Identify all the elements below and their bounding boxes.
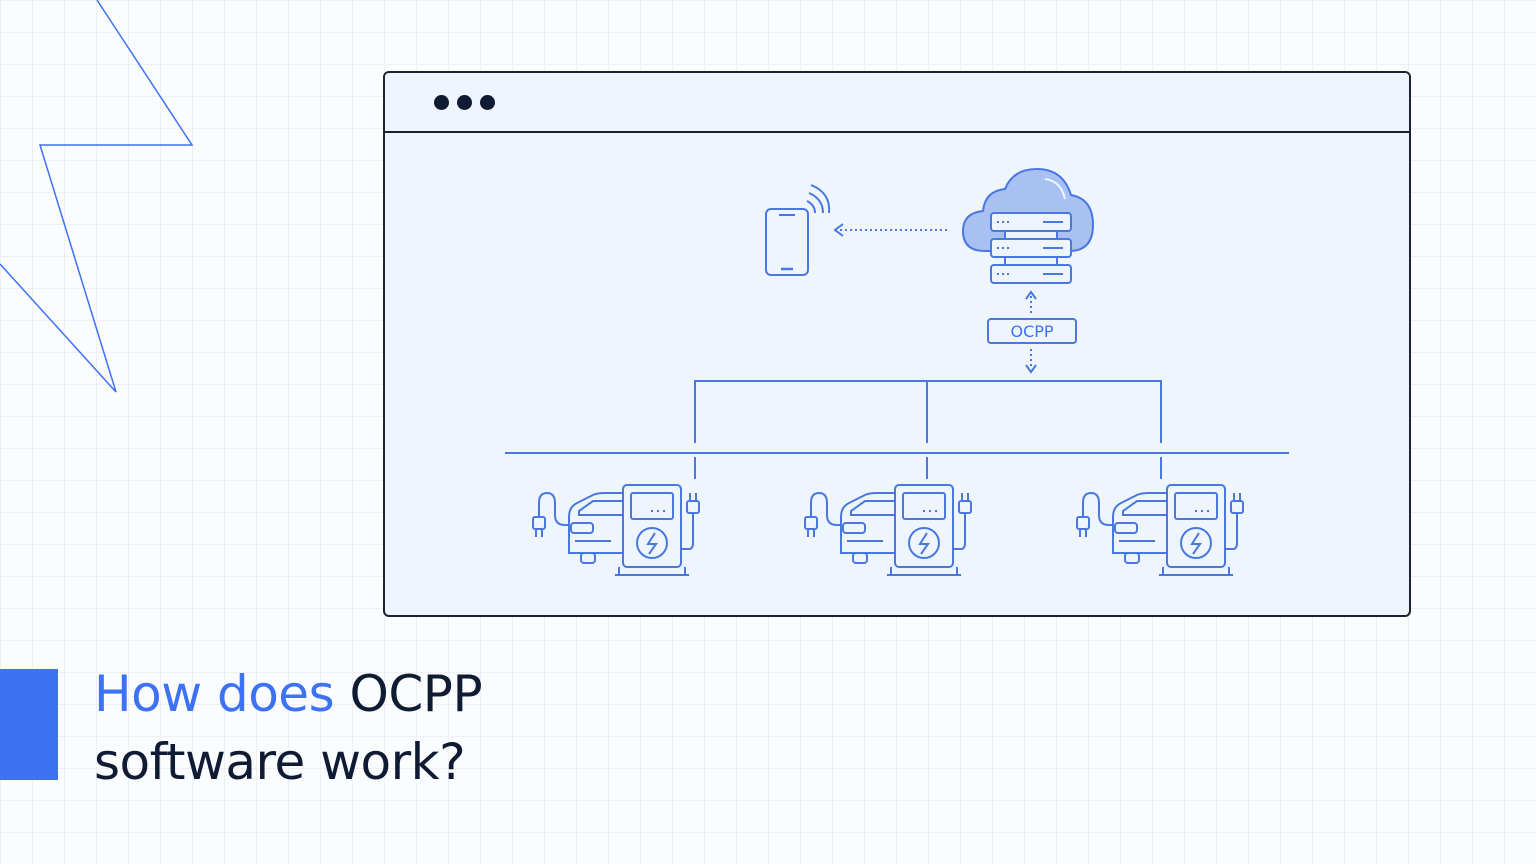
ocpp-protocol-box: [987, 318, 1077, 344]
ocpp-architecture-diagram: OCPP: [505, 167, 1289, 576]
lightning-bolt-decoration: [0, 0, 194, 393]
accent-bar: [0, 669, 58, 780]
headline-rest: OCPP: [334, 665, 483, 723]
network-tree-lines: [505, 380, 1289, 479]
ocpp-protocol-label: OCPP: [1010, 322, 1053, 341]
data-flow-arrow: [833, 223, 947, 237]
window-dot-icon: [480, 95, 495, 110]
ocpp-downlink-arrow: [1025, 349, 1037, 374]
cloud-server-icon: [961, 167, 1095, 284]
browser-window: OCPP: [383, 71, 1411, 617]
headline: How does OCPP software work?: [94, 660, 483, 796]
browser-titlebar: [385, 73, 1409, 133]
ev-charging-station-icon: [1076, 484, 1244, 576]
smartphone-icon: [765, 184, 831, 276]
headline-line2: software work?: [94, 733, 466, 791]
ev-charging-station-icon: [532, 484, 700, 576]
ev-charging-station-icon: [804, 484, 972, 576]
window-dot-icon: [434, 95, 449, 110]
ocpp-uplink-arrow: [1025, 290, 1037, 313]
window-dot-icon: [457, 95, 472, 110]
headline-highlight: How does: [94, 665, 335, 723]
